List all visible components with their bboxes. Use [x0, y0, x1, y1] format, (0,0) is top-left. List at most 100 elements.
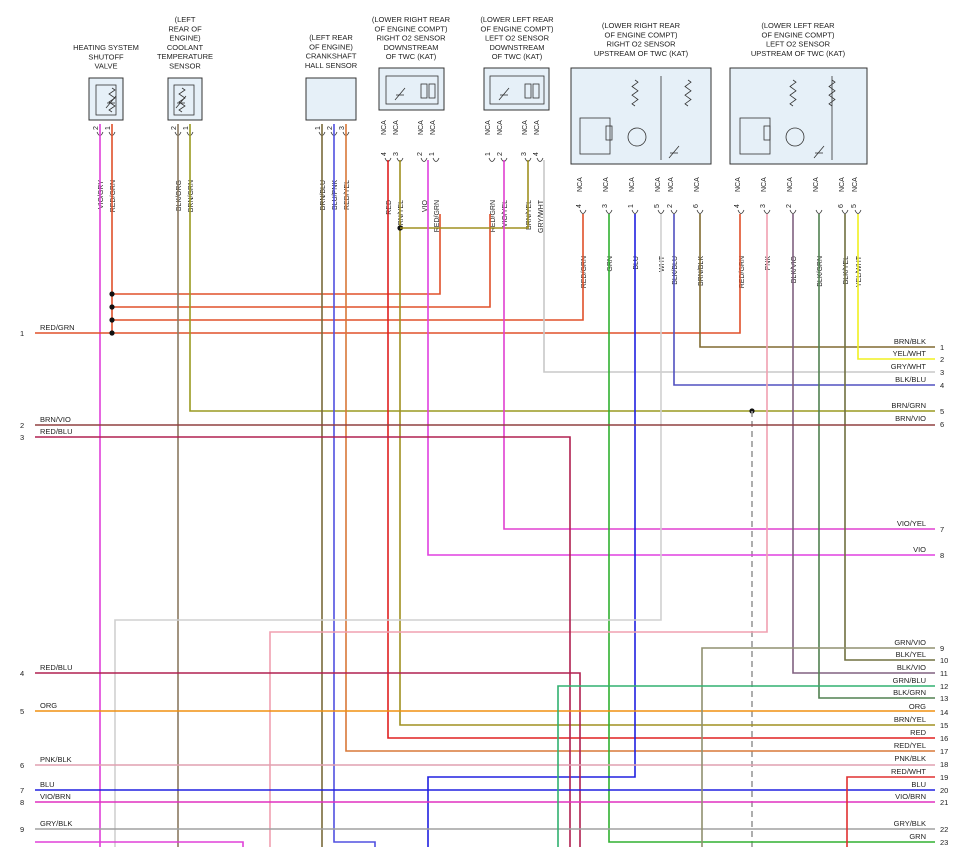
- wire-grn-vio: [701, 647, 935, 847]
- nca-label: NCA: [534, 120, 541, 135]
- wire-red-wht: [846, 776, 935, 847]
- nca-label: NCA: [430, 120, 437, 135]
- nca-label: NCA: [668, 177, 675, 192]
- right-connector-wire-label: BRN/BLK: [894, 337, 926, 346]
- component-box: [378, 67, 445, 111]
- variable-resistor-icon: [498, 87, 510, 101]
- left-connector-pin-number: 4: [20, 669, 24, 678]
- sensor-housing-icon: [489, 75, 545, 105]
- connector-terminal-icon: [488, 157, 496, 162]
- right-connector-pin-number: 8: [940, 551, 944, 560]
- wire-vio-yel: [503, 160, 935, 530]
- right-connector-wire-label: RED/YEL: [894, 741, 926, 750]
- pin-number: 1: [485, 152, 492, 156]
- wire-color-label: VIO/YEL: [502, 200, 509, 227]
- component-title-line: ENGINE): [169, 34, 201, 43]
- right-connector-pin-number: 23: [940, 838, 948, 847]
- splice-dot: [109, 304, 115, 310]
- wire-color-label: BLK/YEL: [843, 256, 850, 285]
- heater-element-icon: [763, 125, 771, 141]
- component-title-line: OF ENGINE COMPT): [762, 30, 835, 39]
- component-box: [167, 77, 203, 121]
- variable-resistor-icon: [175, 95, 187, 109]
- wire-color-label: PNK: [765, 256, 772, 271]
- component-title-line: HALL SENSOR: [305, 61, 358, 70]
- wire-color-label: BLU/PNK: [332, 180, 339, 210]
- right-connector-wire-label: BRN/VIO: [895, 414, 926, 423]
- pin-number: 3: [393, 152, 400, 156]
- left-connector-pin-number: 7: [20, 786, 24, 795]
- pin-number: 4: [533, 152, 540, 156]
- wire-color-label: RED/GRN: [434, 200, 441, 232]
- component-title-line: (LEFT: [175, 15, 196, 24]
- connector-terminal-icon: [631, 209, 639, 214]
- right-connector-wire-label: GRN: [909, 832, 926, 841]
- component-box: [729, 67, 868, 165]
- connector-terminal-icon: [737, 209, 745, 214]
- right-connector-pin-number: 11: [940, 669, 948, 678]
- wire-red: [387, 160, 935, 739]
- component-title-line: CRANKSHAFT: [306, 52, 357, 61]
- nca-label: NCA: [813, 177, 820, 192]
- connector-terminal-icon: [815, 209, 823, 214]
- right-connector-pin-number: 9: [940, 644, 944, 653]
- pin-number: 3: [339, 126, 346, 130]
- connector-terminal-icon: [432, 157, 440, 162]
- right-connector-wire-label: RED: [910, 728, 926, 737]
- wire-vio: [427, 160, 935, 556]
- sensor-housing-icon: [385, 75, 439, 105]
- wire-color-label: RED/GRN: [581, 256, 588, 288]
- wire-color-label: WHT: [659, 255, 666, 272]
- right-connector-pin-number: 4: [940, 381, 944, 390]
- component-title-line: VALVE: [94, 62, 117, 71]
- nca-label: NCA: [735, 177, 742, 192]
- left-connector-wire-label: RED/BLU: [40, 663, 73, 672]
- wire-color-label: RED/GRN: [110, 180, 117, 212]
- right-connector-wire-label: ORG: [909, 702, 926, 711]
- nca-label: NCA: [418, 120, 425, 135]
- sensor-housing-icon: [173, 84, 195, 116]
- wire-color-label: BLK/ORG: [176, 180, 183, 211]
- right-connector-wire-label: GRN/BLU: [893, 676, 926, 685]
- right-connector-wire-label: BLK/GRN: [893, 688, 926, 697]
- component-box: [483, 67, 550, 111]
- right-connector-wire-label: VIO/YEL: [897, 519, 926, 528]
- right-connector-wire-label: VIO: [913, 545, 926, 554]
- component-title-line: (LOWER RIGHT REAR: [602, 21, 681, 30]
- heater-element-icon: [420, 83, 428, 99]
- splice-dot: [109, 330, 115, 336]
- pin-number: 2: [327, 126, 334, 130]
- right-connector-pin-number: 18: [940, 760, 948, 769]
- connector-terminal-icon: [789, 209, 797, 214]
- sensor-housing-icon: [95, 84, 117, 116]
- left-connector-wire-label: VIO/BRN: [40, 792, 71, 801]
- pin-number: 3: [760, 204, 767, 208]
- component-title-line: SENSOR: [169, 62, 201, 71]
- wire-color-label: GRY/WHT: [538, 199, 545, 233]
- component-title-line: DOWNSTREAM: [490, 43, 545, 52]
- component-title-line: SHUTOFF: [88, 52, 124, 61]
- nca-label: NCA: [655, 177, 662, 192]
- connector-terminal-icon: [854, 209, 862, 214]
- wire-color-label: RED: [386, 200, 393, 215]
- splice-dot: [109, 291, 115, 297]
- right-connector-pin-number: 2: [940, 355, 944, 364]
- pin-number: 3: [602, 204, 609, 208]
- right-connector-pin-number: 13: [940, 694, 948, 703]
- right-connector-wire-label: BRN/GRN: [891, 401, 926, 410]
- component-title-line: REAR OF: [168, 24, 202, 33]
- resistor-icon: [108, 87, 116, 113]
- wire-color-label: BRN/BLU: [320, 180, 327, 210]
- component-title-line: (LOWER LEFT REAR: [761, 21, 835, 30]
- resistor-icon: [631, 79, 639, 107]
- resistor-icon: [789, 79, 797, 107]
- wire-red-grn: [35, 214, 741, 334]
- right-connector-pin-number: 21: [940, 798, 948, 807]
- wire-color-label: BRN/YEL: [526, 200, 533, 230]
- right-connector-wire-label: BRN/YEL: [894, 715, 926, 724]
- left-connector-wire-label: GRY/BLK: [40, 819, 72, 828]
- right-connector-wire-label: BLK/YEL: [896, 650, 926, 659]
- wire-red-yel: [345, 124, 935, 752]
- variable-resistor-icon: [668, 145, 680, 159]
